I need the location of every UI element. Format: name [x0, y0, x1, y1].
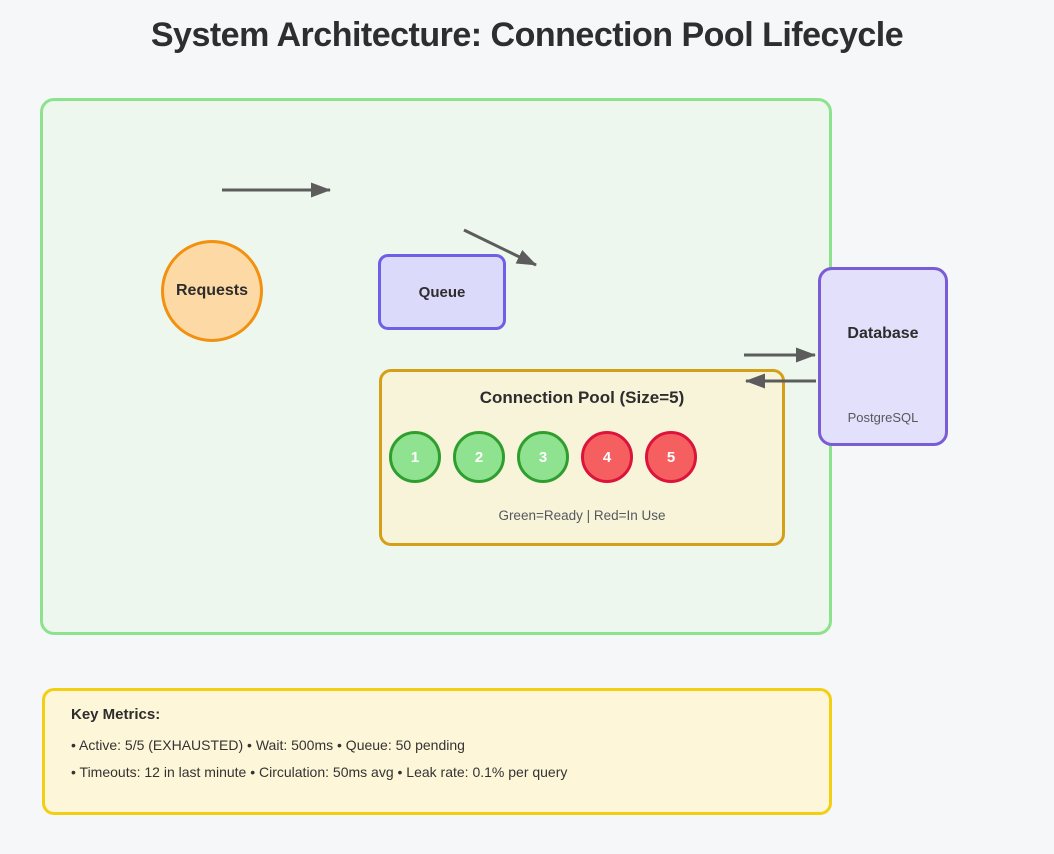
connection-circle-4: 4 — [581, 431, 633, 483]
connection-number: 1 — [410, 448, 420, 466]
flow-container: Requests Queue Connection Pool (Size=5) … — [40, 98, 832, 635]
queue-label: Queue — [418, 283, 466, 301]
connection-pool-node: Connection Pool (Size=5) 1 2 3 4 5 Green — [379, 369, 785, 546]
connection-circle-5: 5 — [645, 431, 697, 483]
connection-number: 3 — [538, 448, 548, 466]
connection-number: 5 — [666, 448, 676, 466]
database-label: Database — [847, 325, 919, 342]
connection-number: 4 — [602, 448, 612, 466]
page-title: System Architecture: Connection Pool Lif… — [150, 16, 904, 54]
pool-legend: Green=Ready | Red=In Use — [498, 508, 666, 523]
pool-title: Connection Pool (Size=5) — [479, 388, 685, 407]
database-sublabel: PostgreSQL — [847, 410, 919, 425]
metrics-line-2: • Timeouts: 12 in last minute • Circulat… — [71, 764, 568, 780]
connection-circle-1: 1 — [389, 431, 441, 483]
metrics-line-1: • Active: 5/5 (EXHAUSTED) • Wait: 500ms … — [71, 737, 465, 753]
key-metrics-panel: Key Metrics: • Active: 5/5 (EXHAUSTED) •… — [42, 688, 832, 815]
connection-circle-3: 3 — [517, 431, 569, 483]
connection-circle-2: 2 — [453, 431, 505, 483]
metrics-heading: Key Metrics: — [71, 706, 161, 723]
connection-number: 2 — [474, 448, 484, 466]
database-node: Database PostgreSQL — [818, 267, 948, 446]
queue-node: Queue — [378, 254, 506, 330]
connection-row: 1 2 3 4 5 — [389, 431, 697, 483]
requests-node: Requests — [161, 240, 263, 342]
requests-label: Requests — [175, 282, 249, 299]
